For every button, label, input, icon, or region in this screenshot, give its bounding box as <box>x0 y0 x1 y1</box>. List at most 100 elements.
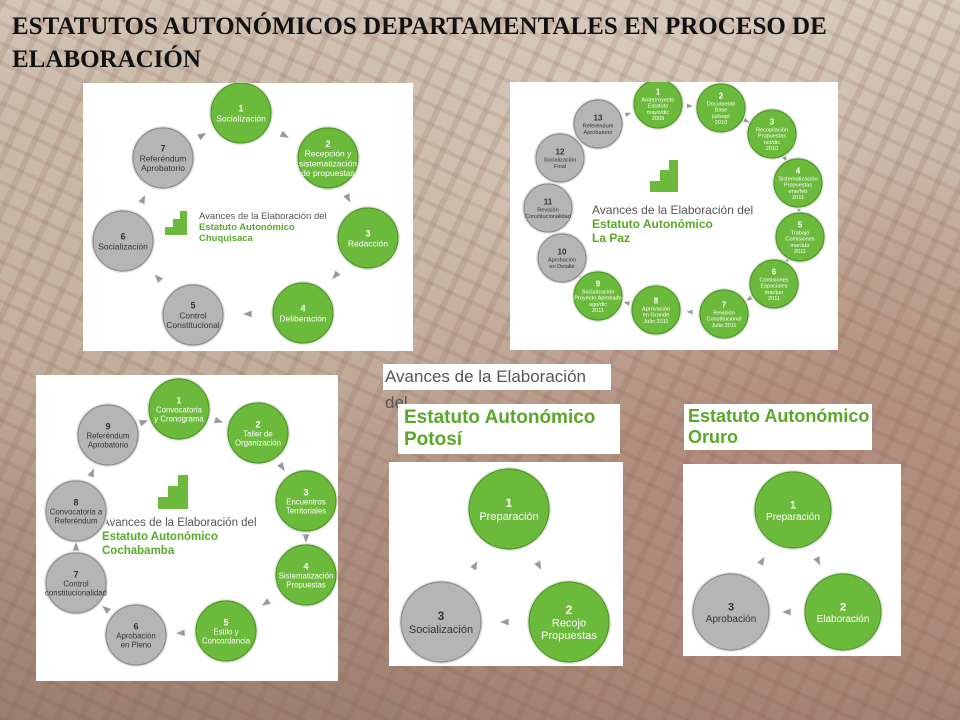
oruro-step-label: Aprobación <box>706 614 757 625</box>
chuquisaca-flow-arrow <box>197 133 207 141</box>
chuquisaca-step-number: 1 <box>238 103 243 113</box>
cochabamba-step-label: Organización <box>235 438 281 447</box>
oruro-step-circle <box>692 573 770 651</box>
lapaz-caption-line2: Estatuto Autonómico <box>592 217 713 231</box>
lapaz-step-label: Proyecto Aprobado <box>574 296 622 302</box>
lapaz-step-label: Socialización <box>582 289 615 295</box>
cochabamba-step-circle <box>195 600 257 662</box>
oruro-step-number: 3 <box>728 601 734 613</box>
chuquisaca-step-circle <box>210 83 272 144</box>
potosi-step-number: 1 <box>506 496 513 510</box>
lapaz-step-number: 3 <box>770 117 775 126</box>
chuquisaca-step-label: Redacción <box>348 238 388 248</box>
lapaz-step-label: ago/dic <box>589 302 607 308</box>
cochabamba-step-label: Convocatoria <box>156 406 203 415</box>
cochabamba-step-number: 1 <box>176 395 181 405</box>
lapaz-step-label: Constitucional <box>706 317 741 323</box>
cochabamba-step-label: Estilo y <box>213 628 238 637</box>
potosi-flow-arrow <box>534 560 542 570</box>
chuquisaca-step-label: sistematización <box>299 158 357 168</box>
chuquisaca-step-circle <box>297 127 359 189</box>
cochabamba-step-number: 3 <box>303 487 308 497</box>
chuquisaca-flow-arrow <box>343 193 351 203</box>
chuquisaca-caption-line3: Chuquisaca <box>199 233 254 244</box>
lapaz-step-circle <box>747 109 797 159</box>
cochabamba-flow-arrow <box>87 468 94 478</box>
lapaz-step-number: 2 <box>719 91 724 100</box>
lapaz-step-label: Propuestas <box>758 134 786 140</box>
lapaz-step-label: 2010 <box>766 146 778 152</box>
lapaz-step-label: Base <box>715 108 728 114</box>
chuquisaca-caption-line2: Estatuto Autonómico <box>199 222 295 233</box>
lapaz-step-label: Julio 2011 <box>711 323 736 329</box>
lapaz-step-label: Estatuto <box>648 104 669 110</box>
lapaz-step-number: 12 <box>556 148 565 157</box>
lapaz-step-label: Documento <box>707 101 736 107</box>
cochabamba-flow-arrow <box>261 598 271 606</box>
lapaz-step-number: 5 <box>798 220 803 229</box>
chuquisaca-diagram: Avances de la Elaboración del Estatuto A… <box>83 83 413 351</box>
lapaz-step-label: mayo/dic <box>647 110 670 116</box>
chuquisaca-step-label: Recepción y <box>305 149 353 159</box>
lapaz-step-circle <box>573 99 623 149</box>
chuquisaca-step-label: Socialización <box>98 241 148 251</box>
lapaz-step-label: mar/abr <box>790 243 809 249</box>
chuquisaca-step-circle <box>337 207 399 269</box>
lapaz-cycle-svg: Avances de la Elaboración del Estatuto A… <box>522 82 826 340</box>
lapaz-step-label: Revisión <box>713 310 734 316</box>
chuquisaca-step-label: Control <box>179 310 207 320</box>
cochabamba-stairs-icon <box>158 475 188 509</box>
cochabamba-step-label: Control <box>63 580 88 589</box>
lapaz-step-label: Revisión <box>537 208 558 214</box>
potosi-caption-line3: Potosí <box>404 429 463 450</box>
lapaz-flow-arrow <box>743 117 750 123</box>
cochabamba-diagram: Avances de la Elaboración del Estatuto A… <box>36 375 338 681</box>
page-title: ESTATUTOS AUTONÓMICOS DEPARTAMENTALES EN… <box>12 13 827 73</box>
cochabamba-step-label: Aprobación <box>116 632 155 641</box>
lapaz-step-label: oct/dic <box>764 140 780 146</box>
lapaz-flow-arrow <box>686 103 693 109</box>
chuquisaca-step-circle <box>132 127 194 189</box>
chuquisaca-step-number: 6 <box>120 231 125 241</box>
chuquisaca-step-circle <box>272 282 334 344</box>
potosi-step-label: Propuestas <box>541 630 597 642</box>
cochabamba-cycle-svg: Avances de la Elaboración del Estatuto A… <box>44 377 338 667</box>
potosi-caption-line2: Estatuto Autonómico <box>404 407 596 428</box>
lapaz-step-label: jul/sept <box>711 114 730 120</box>
chuquisaca-cycle-svg: Avances de la Elaboración del Estatuto A… <box>91 83 400 347</box>
lapaz-step-circle <box>573 271 623 321</box>
cochabamba-step-circle <box>45 480 107 542</box>
lapaz-step-circle <box>775 212 825 262</box>
cochabamba-flow-arrow <box>302 534 310 543</box>
chuquisaca-step-circle <box>162 284 224 346</box>
chuquisaca-step-label: Referéndum <box>140 153 187 163</box>
oruro-step-number: 1 <box>790 499 796 511</box>
lapaz-step-circle <box>773 158 823 208</box>
oruro-flow-arrow <box>813 556 821 566</box>
cochabamba-step-label: Territoriales <box>286 506 326 515</box>
cochabamba-step-circle <box>275 544 337 606</box>
oruro-step-number: 2 <box>840 601 846 613</box>
cochabamba-step-label: constitucionalidad <box>45 588 107 597</box>
cochabamba-step-number: 7 <box>73 569 78 579</box>
potosi-step-label: Socialización <box>409 624 473 636</box>
lapaz-step-number: 7 <box>722 300 727 309</box>
lapaz-step-label: Socialización <box>544 158 577 164</box>
lapaz-step-number: 10 <box>558 248 567 257</box>
potosi-caption-box: Estatuto Autonómico Potosí <box>398 404 620 454</box>
